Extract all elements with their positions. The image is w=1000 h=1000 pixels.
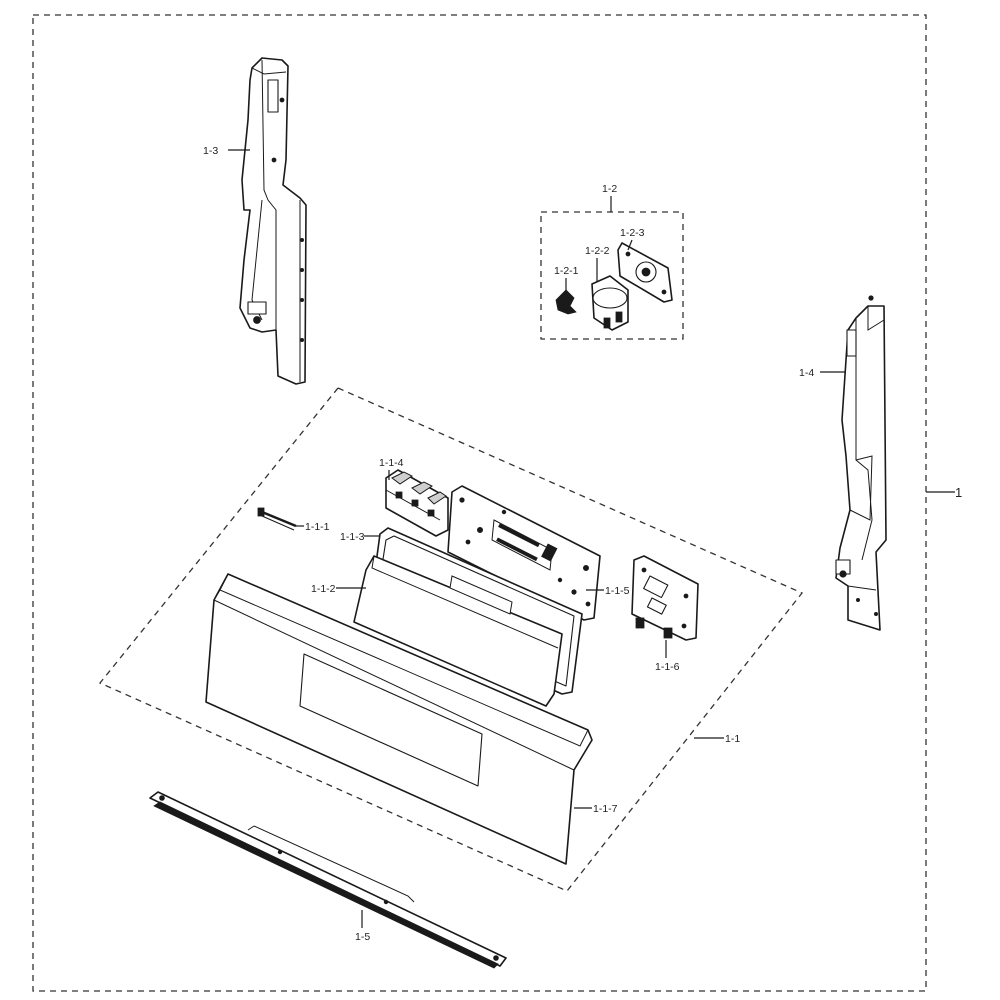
- front-panel-part: [205, 573, 593, 865]
- label-frame: 1-1-3: [340, 531, 365, 543]
- label-side-bracket-right: 1-4: [799, 367, 814, 379]
- label-side-bracket-left: 1-3: [203, 145, 218, 157]
- main-pcb-part: [447, 485, 601, 621]
- label-encoder-asm: 1-2: [602, 183, 617, 195]
- window-panel-part: [353, 555, 563, 707]
- connector-board-part: [385, 469, 449, 537]
- encoder-part: [591, 275, 629, 331]
- label-trim-bar: 1-5: [355, 931, 370, 943]
- label-control-panel-asm: 1-1: [725, 733, 740, 745]
- side-bracket-right: [835, 295, 887, 631]
- label-sub-bracket: 1-1-6: [655, 661, 680, 673]
- label-assembly: 1: [955, 485, 962, 500]
- assembly-boundary: [32, 14, 927, 992]
- label-connector-board: 1-1-4: [379, 457, 404, 469]
- leader-lines: [228, 149, 955, 928]
- encoder-bracket-part: [617, 242, 673, 303]
- label-knob-shaft: 1-2-1: [554, 265, 579, 277]
- label-main-pcb: 1-1-5: [605, 585, 630, 597]
- label-window-panel: 1-1-2: [311, 583, 336, 595]
- label-encoder-bracket: 1-2-3: [620, 227, 645, 239]
- wire-harness-part: [257, 507, 297, 531]
- trim-bar-part: [149, 791, 507, 969]
- encoder-group-boundary: [540, 211, 684, 340]
- sub-bracket-part: [631, 555, 699, 641]
- label-encoder: 1-2-2: [585, 245, 610, 257]
- side-bracket-left: [239, 57, 307, 385]
- label-wire-harness: 1-1-1: [305, 521, 330, 533]
- label-front-panel: 1-1-7: [593, 803, 618, 815]
